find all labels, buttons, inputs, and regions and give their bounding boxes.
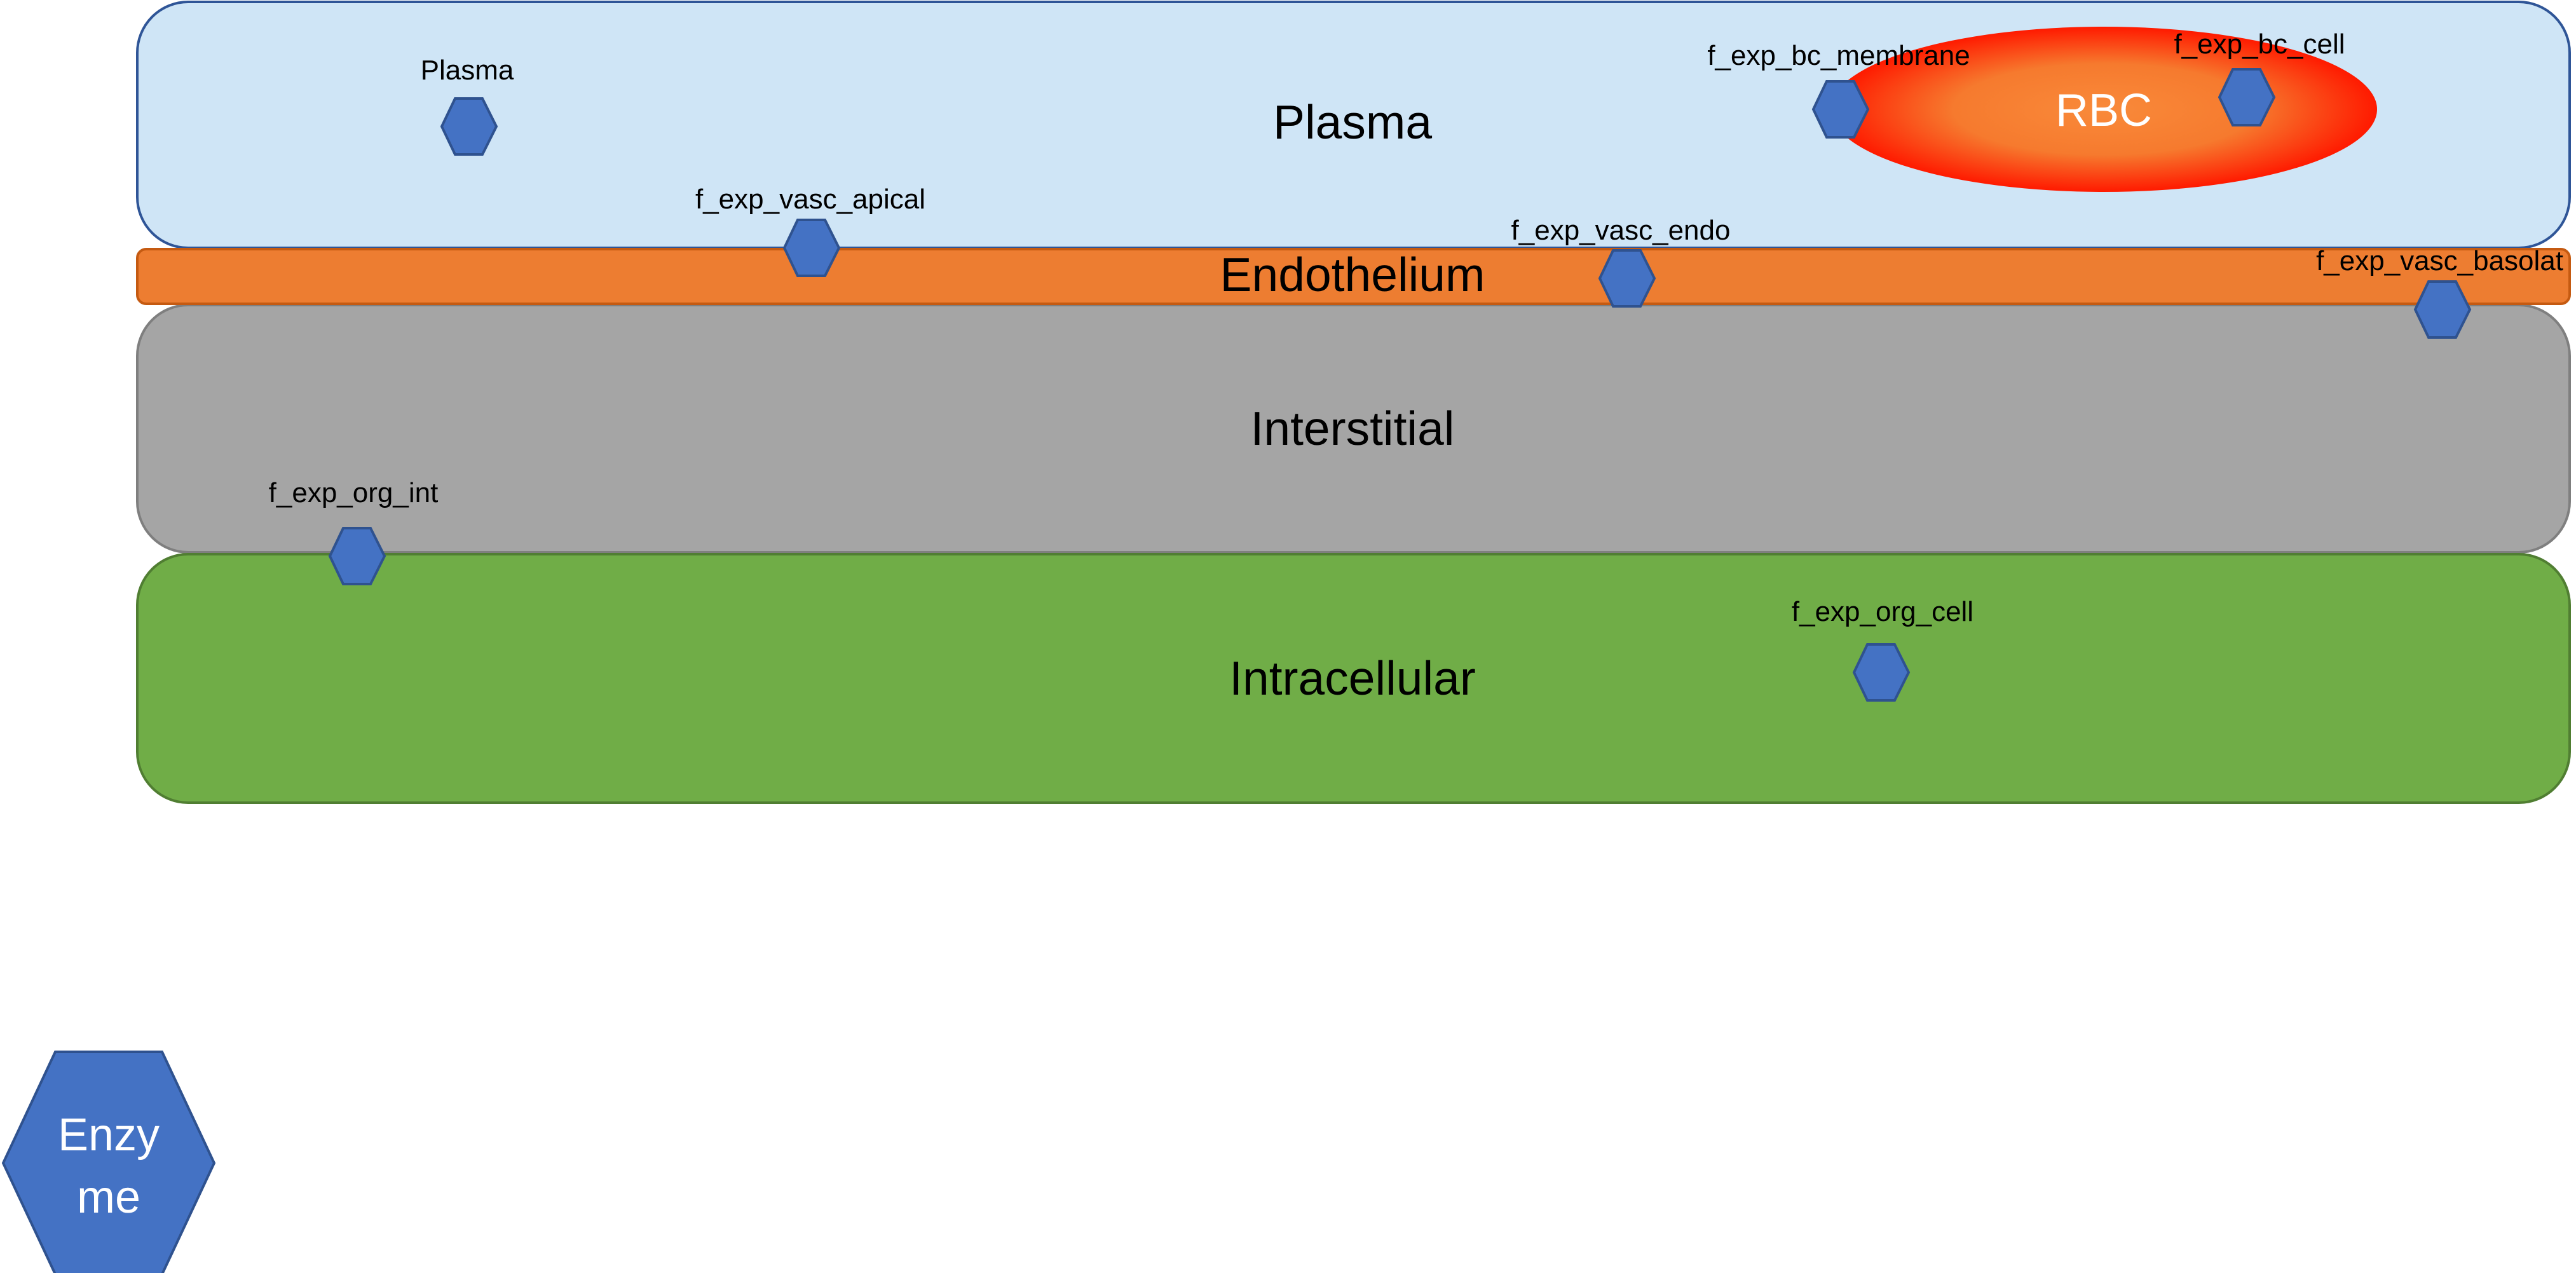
interstitial-title: Interstitial <box>1251 402 1455 455</box>
marker-label: f_exp_org_int <box>269 477 439 508</box>
hexagon-icon <box>440 97 498 156</box>
marker-label: f_exp_bc_membrane <box>1707 40 1970 71</box>
hexagon-icon <box>1852 643 1911 702</box>
hexagon-icon <box>2218 68 2276 126</box>
endothelium-compartment <box>136 248 2571 305</box>
intracellular-title: Intracellular <box>1229 651 1476 705</box>
marker-vasc-endo: f_exp_vasc_endo <box>1511 215 1731 308</box>
plasma-title: Plasma <box>1273 95 1432 149</box>
intracellular-compartment <box>136 553 2571 804</box>
hexagon-icon <box>1 1051 216 1273</box>
marker-org-cell: f_exp_org_cell <box>1792 596 1973 702</box>
hexagon-icon <box>782 219 841 277</box>
marker-bc-cell: f_exp_bc_cell <box>2174 29 2345 126</box>
endothelium-title: Endothelium <box>1220 248 1485 301</box>
marker-vasc-apical: f_exp_vasc_apical <box>695 184 925 277</box>
marker-bc-membrane: f_exp_bc_membrane <box>1707 40 1970 139</box>
marker-label: f_exp_vasc_apical <box>695 184 925 215</box>
marker-vasc-basolat: f_exp_vasc_basolat <box>2316 245 2563 339</box>
marker-label: f_exp_vasc_basolat <box>2316 245 2563 276</box>
marker-label: f_exp_org_cell <box>1792 596 1973 627</box>
marker-label: f_exp_bc_cell <box>2174 29 2345 60</box>
hexagon-icon <box>1598 249 1656 308</box>
rbc-title: RBC <box>2055 85 2152 136</box>
hexagon-icon <box>1811 80 1870 139</box>
legend-label-line2: me <box>77 1172 140 1223</box>
legend-label-line1: Enzy <box>58 1110 160 1161</box>
marker-label: f_exp_vasc_endo <box>1511 215 1731 246</box>
marker-label: Plasma <box>421 55 514 86</box>
hexagon-icon <box>328 527 386 585</box>
marker-plasma: Plasma <box>421 55 514 156</box>
enzyme-legend: Enzy me <box>1 1051 216 1273</box>
hexagon-icon <box>2413 280 2472 339</box>
marker-org-int: f_exp_org_int <box>269 477 439 585</box>
